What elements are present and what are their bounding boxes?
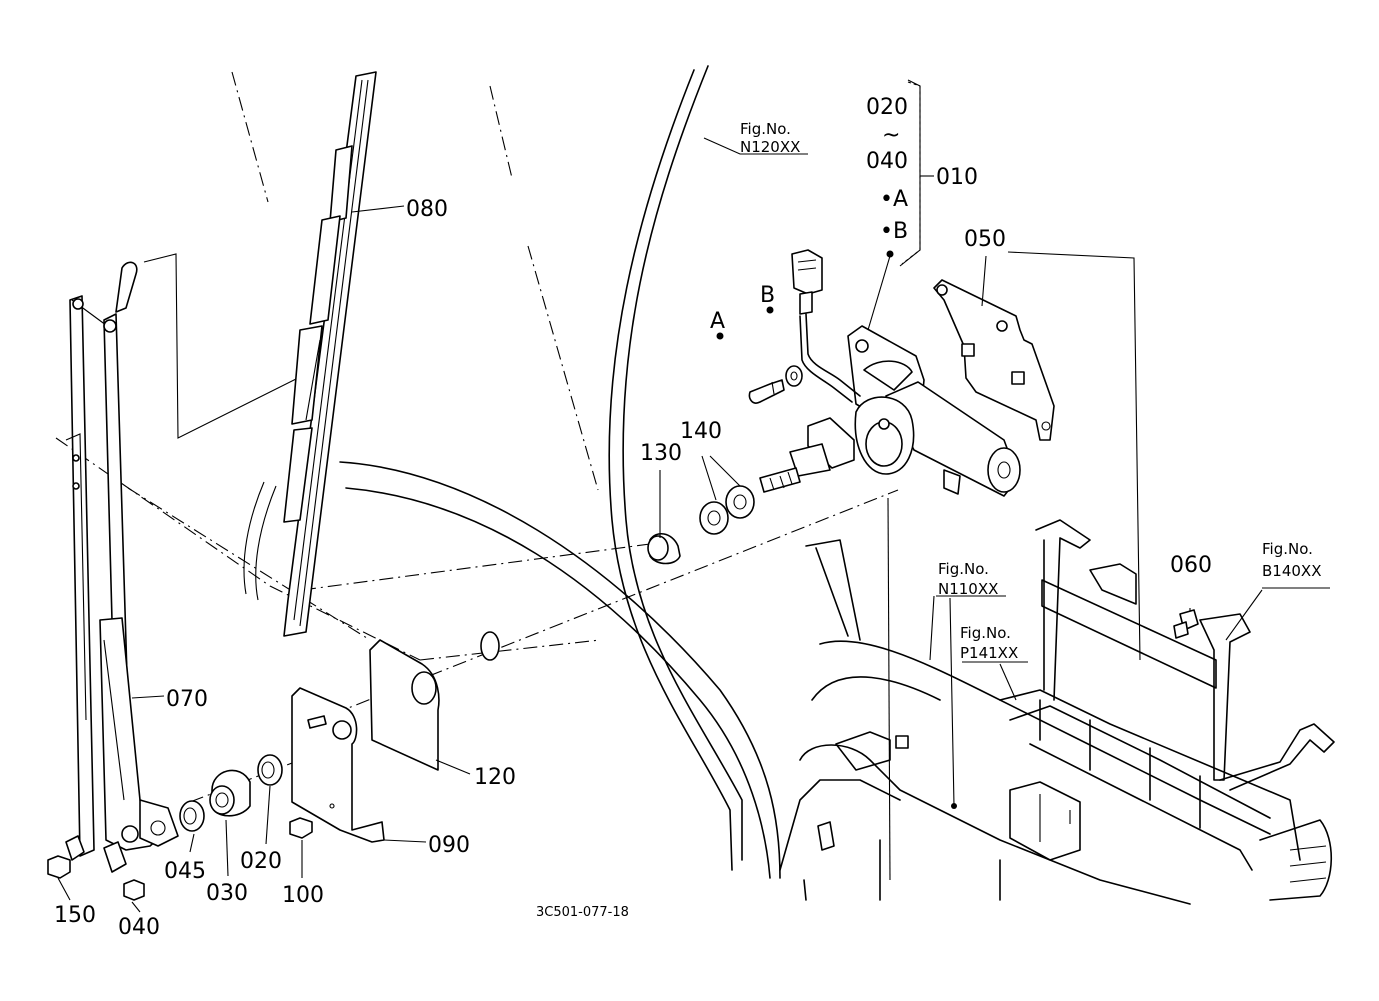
bolt-060 [1173, 609, 1199, 639]
wiper-motor [759, 325, 1021, 497]
label-045: 045 [164, 859, 206, 884]
fig-n120-code: N120XX [740, 138, 800, 156]
fig-b140-title: Fig.No. [1262, 540, 1313, 558]
wiper-blade-080 [283, 71, 377, 637]
label-b: B [760, 283, 775, 308]
harness-connector [791, 249, 861, 403]
label-150: 150 [54, 903, 96, 928]
label-050: 050 [964, 227, 1006, 252]
washers-130-140 [647, 485, 755, 565]
label-020: 020 [240, 849, 282, 874]
bullet-dots [716, 250, 957, 809]
fastener-a-b [748, 365, 803, 404]
label-130: 130 [640, 441, 682, 466]
label-090: 090 [428, 833, 470, 858]
label-range-tilde: ~ [882, 123, 900, 148]
fig-b140-code: B140XX [1262, 562, 1321, 580]
label-060: 060 [1170, 553, 1212, 578]
label-040-range-end: 040 [866, 149, 908, 174]
label-040: 040 [118, 915, 160, 940]
label-100: 100 [282, 883, 324, 908]
label-030: 030 [206, 881, 248, 906]
label-140: 140 [680, 419, 722, 444]
fig-p141-title: Fig.No. [960, 624, 1011, 642]
wiper-arm-070 [65, 261, 179, 873]
label-080: 080 [406, 197, 448, 222]
cab-frame-structure [779, 519, 1335, 905]
fig-n110-title: Fig.No. [938, 560, 989, 578]
bracket-090 [291, 687, 385, 843]
washer-ring [480, 631, 500, 661]
motor-bracket-050 [933, 279, 1055, 441]
fig-n110-code: N110XX [938, 580, 998, 598]
label-range-dot-a: •A [880, 187, 908, 212]
part-labels: 080 070 120 090 045 030 020 100 150 040 … [54, 95, 1212, 940]
alignment-lines [55, 437, 899, 803]
label-range-dot-b: •B [880, 219, 908, 244]
gasket-120 [369, 639, 440, 771]
drawing-code: 3C501-077-18 [536, 905, 629, 920]
leader-lines [57, 137, 1330, 913]
figure-references: Fig.No. N120XX Fig.No. N110XX Fig.No. P1… [740, 120, 1321, 662]
fig-n120-title: Fig.No. [740, 120, 791, 138]
range-bracket [901, 81, 934, 265]
label-120: 120 [474, 765, 516, 790]
fig-p141-code: P141XX [960, 644, 1018, 662]
label-010: 010 [936, 165, 978, 190]
callout-frames [143, 79, 1141, 881]
label-020-range-start: 020 [866, 95, 908, 120]
small-parts [47, 754, 313, 901]
label-a: A [710, 309, 725, 334]
cab-outline [231, 65, 781, 879]
label-070: 070 [166, 687, 208, 712]
